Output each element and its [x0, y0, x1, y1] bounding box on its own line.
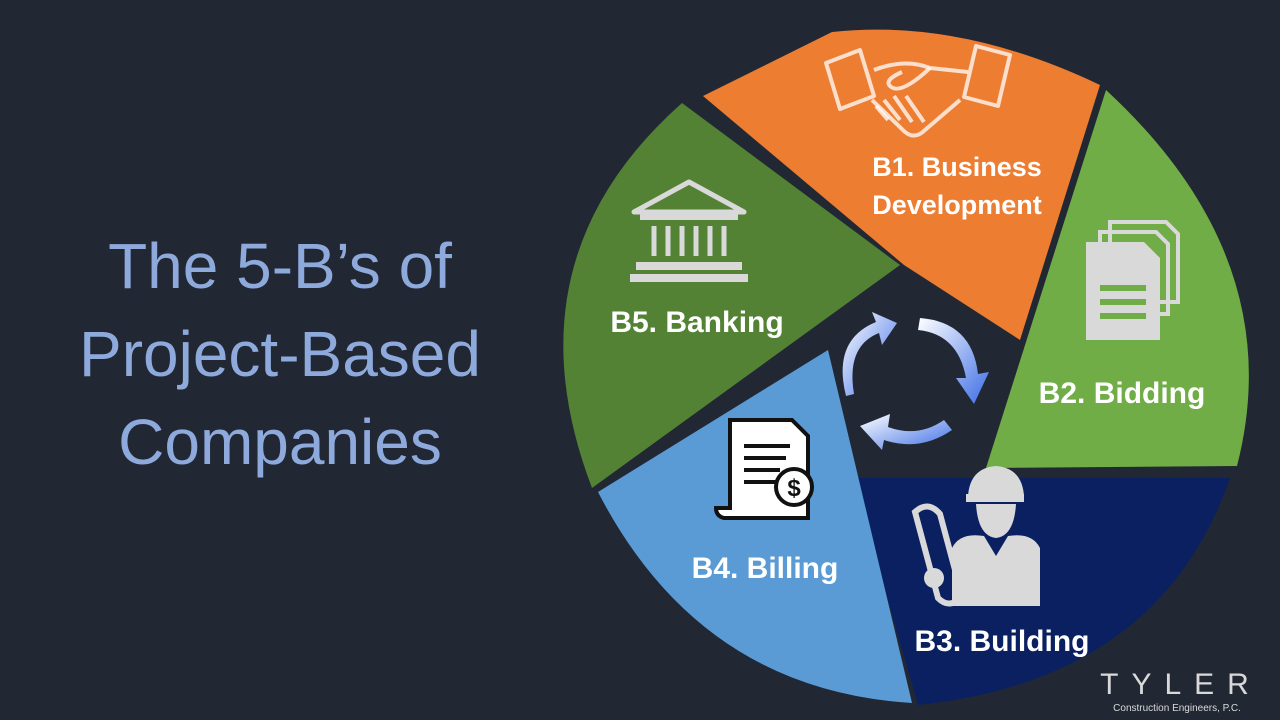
svg-text:$: $ — [787, 475, 801, 502]
handshake-icon — [824, 44, 1012, 138]
title-line-2: Project-Based — [79, 318, 481, 390]
segment-b5-banking — [563, 103, 900, 488]
logo-subtitle: Construction Engineers, P.C. — [1113, 703, 1241, 714]
title-line-3: Companies — [118, 406, 442, 478]
segment-b1-label-line-1: B1. Business — [872, 152, 1042, 182]
tyler-logo: TYLER Construction Engineers, P.C. — [1092, 670, 1262, 716]
segment-b2-label: B2. Bidding — [1039, 377, 1206, 410]
segment-b1-label-line-2: Development — [872, 190, 1042, 220]
segment-b4-label: B4. Billing — [692, 552, 839, 585]
documents-icon — [1086, 220, 1180, 340]
bank-icon — [630, 179, 748, 282]
segment-b1-business-development — [703, 29, 1100, 340]
page-title: The 5-B’s of Project-Based Companies — [40, 222, 520, 486]
engineer-icon — [911, 466, 1040, 607]
segment-b4-billing — [598, 350, 912, 703]
logo-brand: TYLER — [1100, 668, 1262, 701]
invoice-icon: $ — [713, 418, 814, 520]
cycle-arrows-icon — [842, 312, 989, 450]
title-line-1: The 5-B’s of — [108, 230, 452, 302]
segment-b5-label: B5. Banking — [610, 306, 783, 339]
segment-b3-label: B3. Building — [915, 625, 1090, 658]
